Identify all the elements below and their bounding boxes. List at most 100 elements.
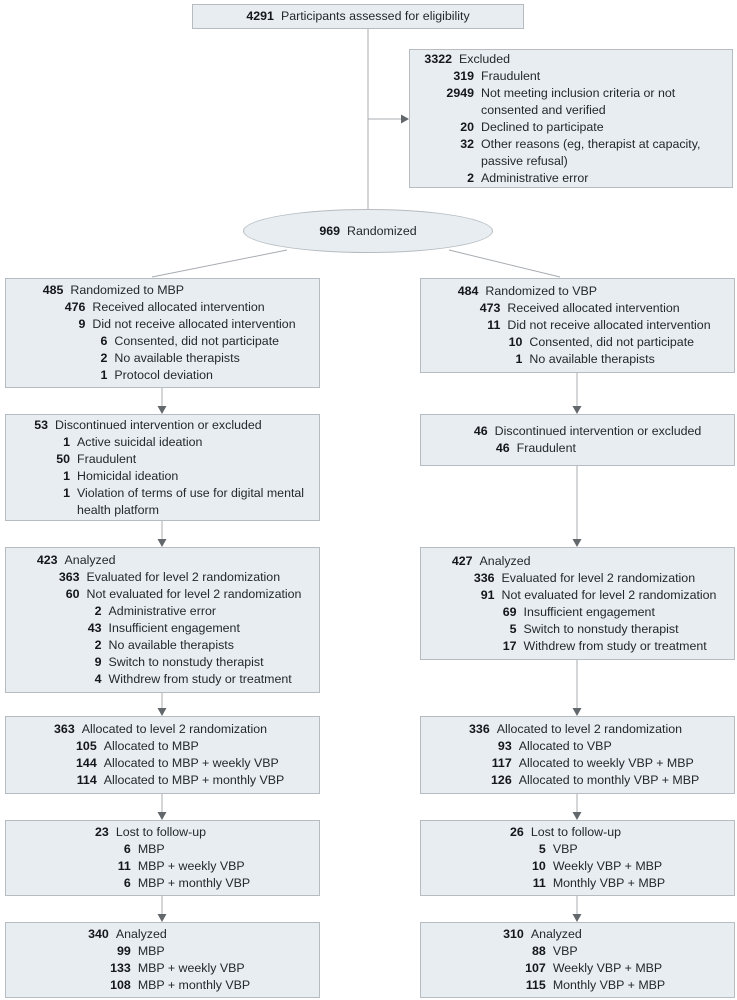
flow-line: 6 MBP + monthly VBP	[75, 875, 250, 892]
count-value: 93	[497, 739, 512, 753]
count-value: 2	[94, 604, 102, 618]
count-value: 126	[491, 773, 512, 787]
count-value: 1	[63, 485, 70, 500]
line-label: Administrative error	[481, 170, 589, 185]
count-value: 427	[451, 553, 473, 568]
flow-line: 969 Randomized	[319, 223, 416, 240]
line-label: Analyzed	[479, 553, 531, 568]
count-value: 6	[123, 876, 131, 890]
line-label: Received allocated intervention	[92, 300, 265, 314]
line-label: MBP + monthly VBP	[137, 978, 251, 992]
line-label: Violation of terms of use for digital me…	[77, 485, 305, 517]
line-label: No available therapists	[114, 351, 240, 365]
line-label: Allocated to level 2 randomization	[81, 722, 267, 736]
arrowhead-vbp-5	[572, 812, 582, 820]
line-label: Did not receive allocated intervention	[92, 317, 296, 331]
line-label: Participants assessed for eligibility	[280, 9, 470, 23]
count-value: 363	[54, 722, 75, 736]
line-label: MBP + monthly VBP	[137, 876, 251, 890]
count-value: 336	[473, 570, 495, 585]
arrowhead-vbp-6	[572, 914, 582, 922]
line-label: No available therapists	[108, 638, 234, 652]
line-label: MBP	[137, 842, 165, 856]
line-label: Received allocated intervention	[507, 301, 680, 315]
line-label: Randomized to MBP	[70, 283, 185, 297]
count-value: 144	[76, 756, 97, 770]
count-value: 1	[515, 352, 523, 366]
count-value: 60	[65, 587, 80, 601]
line-label: Discontinued intervention or excluded	[55, 417, 262, 432]
arrowhead-mbp-2	[157, 406, 167, 414]
count-value: 50	[56, 451, 70, 466]
line-label: Consented, did not participate	[114, 334, 280, 348]
count-value: 117	[491, 756, 512, 770]
arrowhead-excluded	[401, 114, 409, 124]
line-label: Insufficient engagement	[108, 621, 240, 635]
line-label: Lost to follow-up	[530, 825, 622, 839]
line-label: Fraudulent	[481, 68, 541, 83]
line-label: Randomized to VBP	[485, 284, 597, 298]
flow-line: 2 Administrative error	[418, 170, 724, 187]
line-label: Allocated to MBP	[103, 739, 199, 753]
count-value: 340	[88, 927, 109, 941]
line-label: Allocated to MBP + weekly VBP	[103, 756, 279, 770]
flow-line: 427 Analyzed	[439, 553, 717, 570]
line-label: Weekly VBP + MBP	[552, 859, 663, 873]
line-label: Monthly VBP + MBP	[552, 876, 666, 890]
count-value: 2	[467, 170, 474, 185]
count-value: 11	[532, 876, 546, 890]
flow-line: 4291 Participants assessed for eligibili…	[246, 8, 469, 25]
line-label: MBP + weekly VBP	[137, 961, 245, 975]
line-label: Analyzed	[115, 927, 167, 941]
count-value: 484	[457, 284, 479, 298]
count-value: 423	[36, 553, 58, 567]
arrowhead-mbp-5	[157, 812, 167, 820]
count-value: 91	[480, 587, 495, 602]
line-label: Switch to nonstudy therapist	[108, 655, 264, 669]
arrowhead-mbp-4	[157, 708, 167, 716]
arrowhead-mbp-3	[157, 539, 167, 547]
randomized-ellipse: 969 Randomized	[243, 209, 493, 253]
flow-line: 484 Randomized to VBP	[444, 283, 710, 300]
line-label: Active suicidal ideation	[77, 434, 203, 449]
line-label: No available therapists	[529, 352, 655, 366]
count-value: 46	[495, 441, 510, 455]
count-value: 2	[94, 638, 102, 652]
arrowhead-mbp-6	[157, 914, 167, 922]
arrowhead-vbp-3	[572, 539, 582, 547]
count-value: 969	[319, 223, 341, 238]
line-label: Other reasons (eg, therapist at capacity…	[481, 136, 701, 168]
count-value: 1	[100, 368, 108, 382]
